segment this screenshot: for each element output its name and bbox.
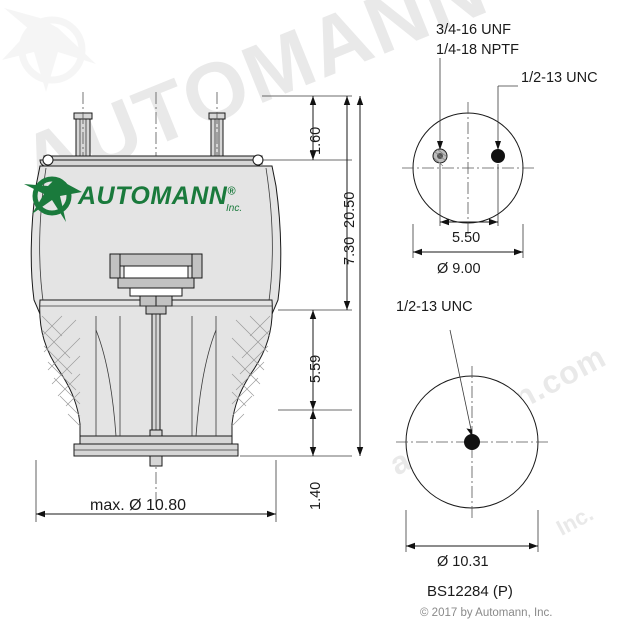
dim-mid-height: 5.59 <box>308 354 324 383</box>
top-stud-right <box>208 92 226 160</box>
label-top-bolt-unf: 3/4-16 UNF <box>436 22 511 38</box>
dim-top-plate-spacing: 5.50 <box>452 230 481 246</box>
internal-piston <box>109 253 203 467</box>
nptf-port <box>432 148 448 167</box>
lobe-hatching <box>41 315 271 427</box>
side-view-assembly <box>30 92 282 505</box>
top-plate-view <box>402 58 534 258</box>
dim-overall-height: 20.50 <box>342 191 358 228</box>
label-bottom-bolt-unc: 1/2-13 UNC <box>396 299 473 315</box>
product-logo-registered: ® <box>227 185 236 198</box>
top-stud-left <box>73 92 93 160</box>
unc-bolt-hole <box>491 149 505 163</box>
product-logo-star <box>24 176 82 222</box>
label-top-bolt-nptf: 1/4-18 NPTF <box>436 42 519 58</box>
dim-bottom-height: 1.40 <box>308 481 324 510</box>
bottom-plate-view <box>396 329 548 552</box>
bottom-unc-bolt-hole <box>464 434 480 450</box>
label-top-bolt-unc: 1/2-13 UNC <box>521 70 598 86</box>
copyright-notice: © 2017 by Automann, Inc. <box>420 607 553 619</box>
dim-top-offset: 1.60 <box>308 126 324 155</box>
watermark-star-icon <box>2 8 96 92</box>
dim-top-plate-diameter: Ø 9.00 <box>437 261 481 277</box>
product-logo-wordmark: AUTOMANN® <box>78 182 236 211</box>
product-logo-text: AUTOMANN <box>78 182 228 210</box>
product-logo-inc: Inc. <box>226 203 243 214</box>
dim-height-separator: ‑ <box>340 260 356 265</box>
part-number: BS12284 (P) <box>427 583 513 600</box>
dim-max-diameter: max. Ø 10.80 <box>90 497 187 514</box>
side-view-dimensions <box>35 95 364 522</box>
dim-bottom-plate-diameter: Ø 10.31 <box>437 554 489 570</box>
piston-base <box>79 435 233 445</box>
